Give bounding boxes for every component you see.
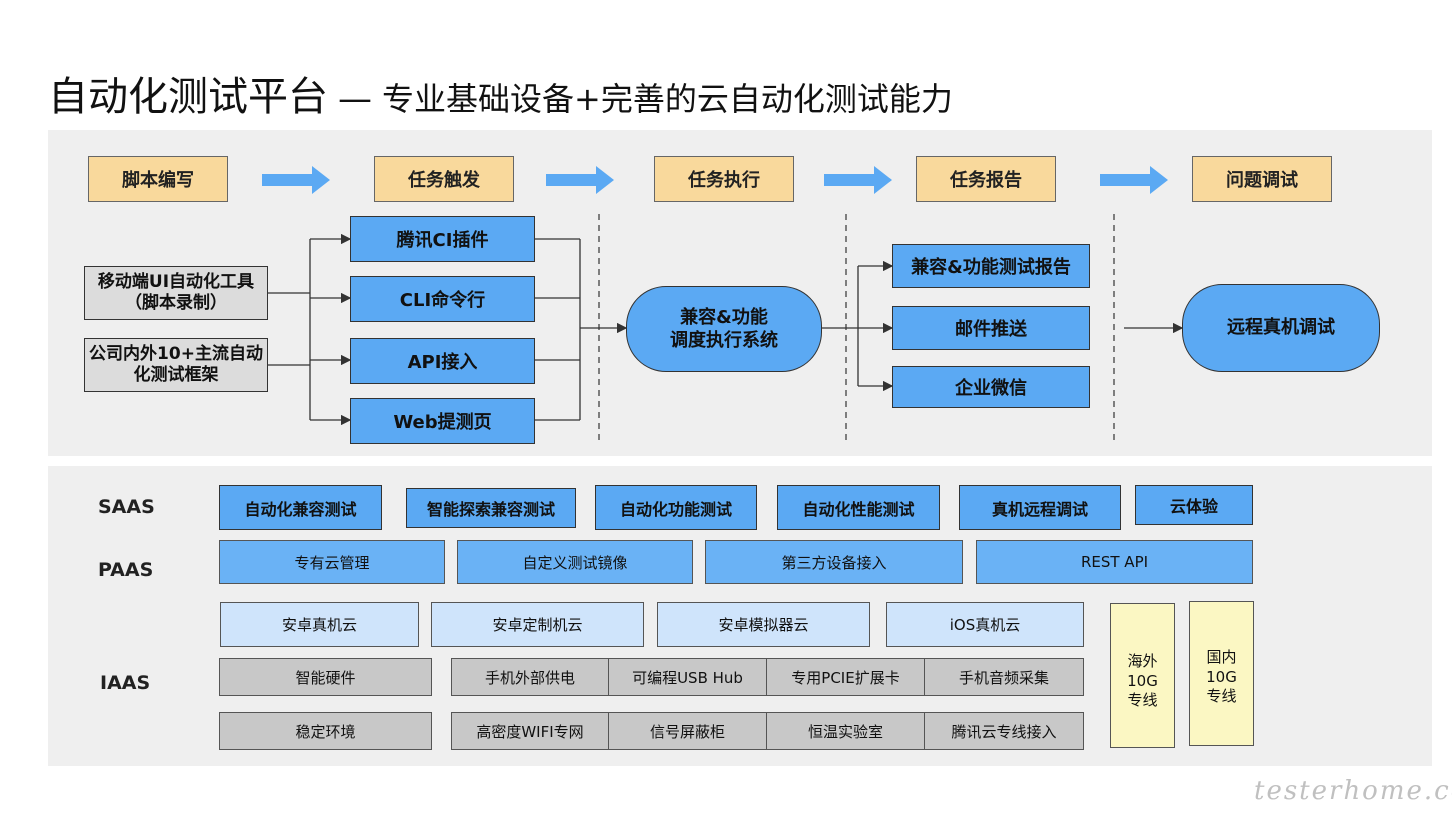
title-main: 自动化测试平台	[48, 74, 328, 120]
stage-task-report: 任务报告	[916, 156, 1056, 202]
paas-third-party-device: 第三方设备接入	[705, 540, 963, 584]
executor-line-2: 调度执行系统	[670, 330, 778, 351]
source-test-frameworks: 公司内外10+主流自动化测试框架	[84, 338, 268, 392]
net-domestic-10g: 国内 10G 专线	[1189, 601, 1254, 746]
source-mobile-ui-tool: 移动端UI自动化工具（脚本录制）	[84, 266, 268, 320]
iaas-android-emulator-cloud: 安卓模拟器云	[657, 602, 870, 647]
report-connector	[822, 266, 859, 386]
watermark: testerhome.com	[1254, 776, 1452, 806]
title-separator: —	[338, 79, 372, 119]
hw-shielding-cabinet: 信号屏蔽柜	[608, 712, 767, 750]
trigger-api: API接入	[350, 338, 535, 384]
hw-wifi-network: 高密度WIFI专网	[451, 712, 609, 750]
hw-phone-audio-capture: 手机音频采集	[924, 658, 1084, 696]
iaas-android-custom-device-cloud: 安卓定制机云	[431, 602, 644, 647]
saas-auto-performance-test: 自动化性能测试	[777, 485, 940, 530]
saas-auto-compat-test: 自动化兼容测试	[219, 485, 382, 530]
stage-arrow-2	[546, 166, 614, 194]
iaas-ios-real-device-cloud: iOS真机云	[886, 602, 1084, 647]
stage-task-trigger: 任务触发	[374, 156, 514, 202]
hw-pcie-expansion-card: 专用PCIE扩展卡	[766, 658, 925, 696]
stage-arrow-1	[262, 166, 330, 194]
saas-remote-device-debug: 真机远程调试	[959, 485, 1121, 530]
saas-smart-explore-test: 智能探索兼容测试	[406, 488, 576, 528]
net-overseas-10g: 海外 10G 专线	[1110, 603, 1175, 748]
stage-arrows	[262, 166, 1168, 194]
paas-rest-api: REST API	[976, 540, 1253, 584]
paas-private-cloud-management: 专有云管理	[219, 540, 445, 584]
layer-label-iaas: IAAS	[100, 672, 151, 694]
stage-arrow-3	[824, 166, 892, 194]
source-connector	[268, 239, 311, 420]
hw-smart-hardware: 智能硬件	[219, 658, 432, 696]
page-title: 自动化测试平台— 专业基础设备+完善的云自动化测试能力	[48, 64, 953, 122]
hw-phone-power-supply: 手机外部供电	[451, 658, 609, 696]
title-subtitle: 专业基础设备+完善的云自动化测试能力	[382, 80, 953, 118]
report-compat-function: 兼容&功能测试报告	[892, 244, 1090, 288]
remote-device-debug: 远程真机调试	[1182, 284, 1380, 372]
stage-task-execution: 任务执行	[654, 156, 794, 202]
executor-line-1: 兼容&功能	[680, 306, 768, 328]
paas-custom-test-image: 自定义测试镜像	[457, 540, 693, 584]
executor-system: 兼容&功能 调度执行系统	[626, 286, 822, 372]
saas-auto-function-test: 自动化功能测试	[595, 485, 757, 530]
hw-tencent-cloud-line: 腾讯云专线接入	[924, 712, 1084, 750]
hw-constant-temp-lab: 恒温实验室	[766, 712, 925, 750]
report-wecom: 企业微信	[892, 366, 1090, 408]
stage-problem-debug: 问题调试	[1192, 156, 1332, 202]
report-email: 邮件推送	[892, 306, 1090, 350]
trigger-tencent-ci: 腾讯CI插件	[350, 216, 535, 262]
saas-cloud-experience: 云体验	[1135, 485, 1253, 525]
iaas-android-real-device-cloud: 安卓真机云	[220, 602, 419, 647]
trigger-connector	[535, 238, 581, 421]
stage-script-writing: 脚本编写	[88, 156, 228, 202]
hw-programmable-usb-hub: 可编程USB Hub	[608, 658, 767, 696]
layer-label-paas: PAAS	[98, 559, 154, 581]
trigger-web: Web提测页	[350, 398, 535, 444]
trigger-cli: CLI命令行	[350, 276, 535, 322]
layer-label-saas: SAAS	[98, 496, 155, 518]
stage-arrow-4	[1100, 166, 1168, 194]
hw-stable-environment: 稳定环境	[219, 712, 432, 750]
